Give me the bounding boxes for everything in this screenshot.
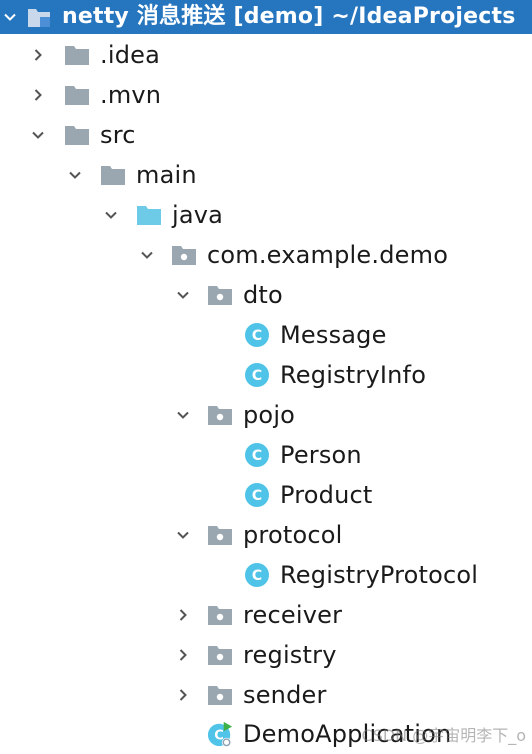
chevron-right-icon[interactable] [173,605,193,625]
chevron-down-icon[interactable] [101,205,121,225]
svg-text:C: C [252,568,262,584]
class-icon: C [244,443,270,467]
folder-label-src: src [100,121,136,149]
class-label-registry-info: RegistryInfo [280,361,427,389]
package-label-dto: dto [243,281,283,309]
svg-text:C: C [252,448,262,464]
class-icon: C [244,363,270,387]
chevron-right-icon[interactable] [173,645,193,665]
spring-application-icon: C [207,721,233,747]
chevron-down-icon[interactable] [65,165,85,185]
svg-text:C: C [252,328,262,344]
class-label-message: Message [280,321,387,349]
tree-row-receiver[interactable]: receiver [0,595,532,635]
tree-row-demo-application[interactable]: C DemoApplication [0,714,532,754]
tree-row-registry-info[interactable]: C RegistryInfo [0,355,532,395]
chevron-down-icon[interactable] [28,125,48,145]
tree-row-src[interactable]: src [0,115,532,155]
chevron-down-icon[interactable] [137,245,157,265]
class-label-product: Product [280,481,373,509]
tree-row-protocol[interactable]: protocol [0,515,532,555]
chevron-down-icon[interactable] [173,405,193,425]
tree-row-java[interactable]: java [0,195,532,235]
tree-row-registry-protocol[interactable]: C RegistryProtocol [0,555,532,595]
chevron-down-icon[interactable] [173,285,193,305]
tree-row-product[interactable]: C Product [0,475,532,515]
class-label-demo-application: DemoApplication [243,720,452,748]
folder-label-idea: .idea [100,41,161,69]
folder-icon [64,83,90,107]
package-label-root: com.example.demo [207,241,449,269]
package-label-receiver: receiver [243,601,343,629]
svg-text:C: C [252,368,262,384]
package-label-registry: registry [243,641,337,669]
chevron-down-icon[interactable] [173,525,193,545]
folder-label-main: main [136,161,197,189]
svg-text:C: C [252,488,262,504]
chevron-right-icon[interactable] [28,85,48,105]
folder-label-mvn: .mvn [100,81,162,109]
folder-icon [64,123,90,147]
folder-icon [64,43,90,67]
folder-label-java: java [172,201,224,229]
package-icon [207,283,233,307]
module-folder-icon [26,5,52,29]
package-icon [207,403,233,427]
chevron-down-icon[interactable] [0,7,20,27]
chevron-right-icon[interactable] [28,45,48,65]
chevron-right-icon[interactable] [173,685,193,705]
package-label-sender: sender [243,681,327,709]
svg-text:C: C [214,729,224,744]
tree-row-mvn[interactable]: .mvn [0,75,532,115]
tree-row-project-root[interactable]: netty 消息推送 [demo] ~/IdeaProjects [0,0,532,34]
class-icon: C [244,323,270,347]
project-root-label: netty 消息推送 [demo] ~/IdeaProjects [62,4,516,29]
class-icon: C [244,563,270,587]
source-folder-icon [136,203,162,227]
tree-row-main[interactable]: main [0,155,532,195]
tree-row-message[interactable]: C Message [0,315,532,355]
package-icon [207,523,233,547]
tree-row-idea[interactable]: .idea [0,35,532,75]
package-label-protocol: protocol [243,521,343,549]
package-icon [207,643,233,667]
class-label-person: Person [280,441,362,469]
tree-row-sender[interactable]: sender [0,675,532,715]
tree-row-package-root[interactable]: com.example.demo [0,235,532,275]
tree-row-pojo[interactable]: pojo [0,395,532,435]
package-icon [207,603,233,627]
tree-row-dto[interactable]: dto [0,275,532,315]
class-label-registry-protocol: RegistryProtocol [280,561,479,589]
package-icon [207,683,233,707]
folder-icon [100,163,126,187]
tree-row-registry[interactable]: registry [0,635,532,675]
tree-row-person[interactable]: C Person [0,435,532,475]
package-icon [171,243,197,267]
class-icon: C [244,483,270,507]
package-label-pojo: pojo [243,401,296,429]
